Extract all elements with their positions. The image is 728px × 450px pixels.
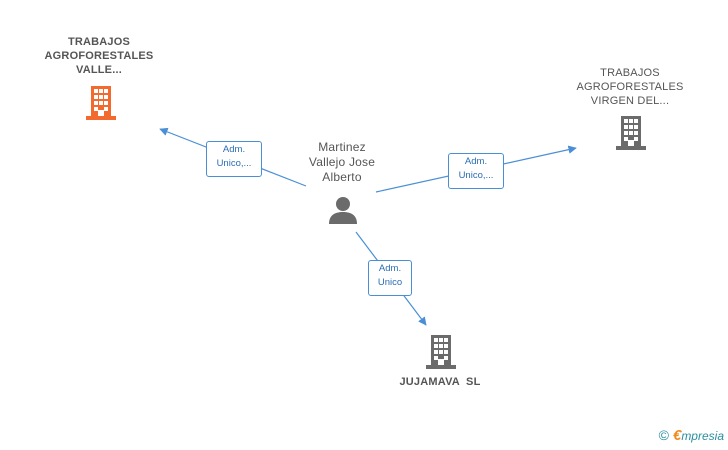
person-name-line: Vallejo Jose bbox=[308, 155, 376, 169]
edge-role-line: Adm. bbox=[378, 263, 402, 274]
edge-role-line: Unico,... bbox=[458, 170, 494, 181]
edge-role-line: Unico bbox=[377, 277, 403, 288]
edge-label-top-left[interactable]: Adm. Unico,... bbox=[206, 141, 262, 177]
building-icon[interactable] bbox=[616, 116, 646, 150]
edge-role-line: Adm. bbox=[222, 144, 246, 155]
person-name-line: Alberto bbox=[322, 170, 362, 184]
building-icon[interactable] bbox=[426, 335, 456, 369]
copyright-symbol: © bbox=[658, 427, 669, 443]
company-label-top-left[interactable]: TRABAJOS AGROFORESTALES VALLE... bbox=[28, 35, 170, 77]
company-name-line: JUJAMAVA SL bbox=[399, 376, 481, 388]
company-label-bottom[interactable]: JUJAMAVA SL bbox=[380, 375, 500, 389]
person-name-line: Martinez bbox=[318, 140, 366, 154]
company-name-line: AGROFORESTALES bbox=[576, 81, 684, 93]
company-name-line: TRABAJOS bbox=[67, 36, 131, 48]
company-label-right[interactable]: TRABAJOS AGROFORESTALES VIRGEN DEL... bbox=[560, 66, 700, 108]
edge-role-line: Adm. bbox=[464, 156, 488, 167]
edge-label-right[interactable]: Adm. Unico,... bbox=[448, 153, 504, 189]
edge-label-bottom[interactable]: Adm. Unico bbox=[368, 260, 412, 296]
building-icon[interactable] bbox=[86, 86, 116, 120]
company-name-line: VIRGEN DEL... bbox=[590, 95, 670, 107]
brand-logo-text: mpresia bbox=[681, 429, 724, 443]
company-name-line: VALLE... bbox=[75, 64, 122, 76]
brand-footer: ©€mpresia bbox=[659, 427, 724, 444]
edge-role-line: Unico,... bbox=[216, 158, 252, 169]
person-label[interactable]: Martinez Vallejo Jose Alberto bbox=[290, 140, 394, 185]
brand-logo-initial: € bbox=[672, 427, 682, 444]
company-name-line: AGROFORESTALES bbox=[44, 50, 154, 62]
person-icon[interactable] bbox=[328, 195, 358, 225]
company-name-line: TRABAJOS bbox=[600, 67, 660, 79]
